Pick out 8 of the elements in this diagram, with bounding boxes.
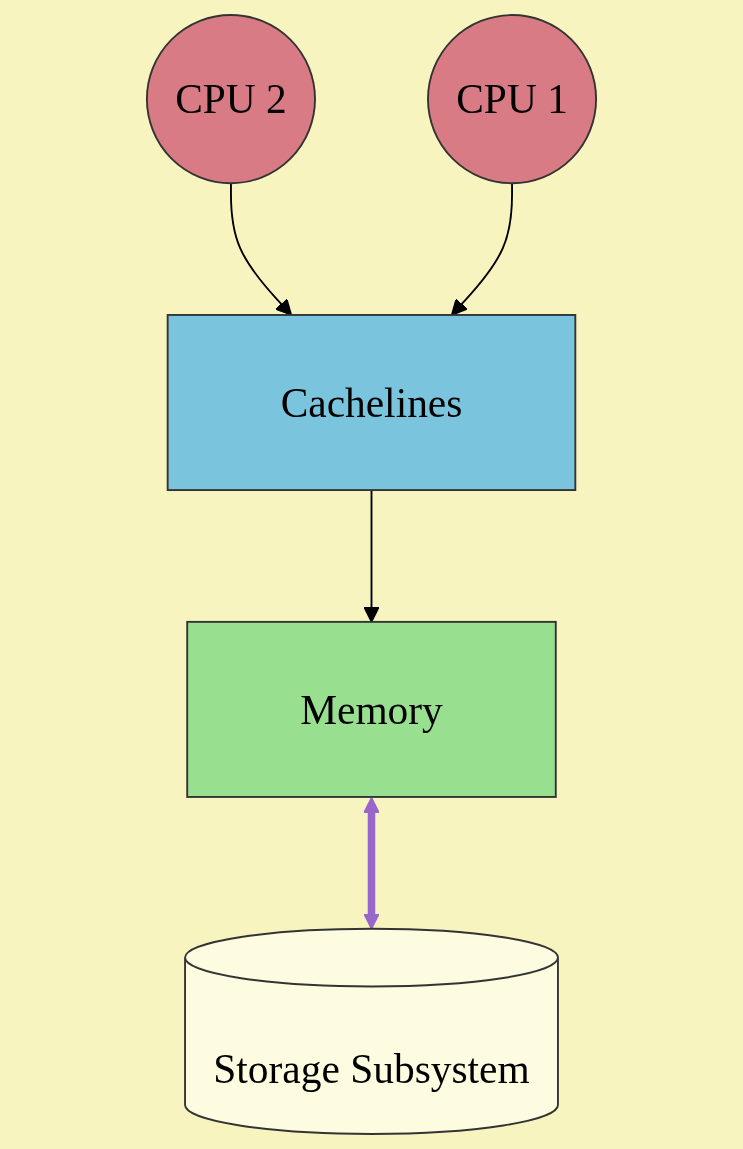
node-box: Memory (186, 620, 557, 798)
arrow (450, 182, 513, 316)
arrow (230, 182, 293, 316)
arrow (363, 796, 380, 930)
arrow (363, 489, 380, 623)
node-circle: CPU 1 (427, 14, 598, 185)
node-circle: CPU 2 (145, 14, 316, 185)
node-box: Cachelines (166, 314, 577, 491)
